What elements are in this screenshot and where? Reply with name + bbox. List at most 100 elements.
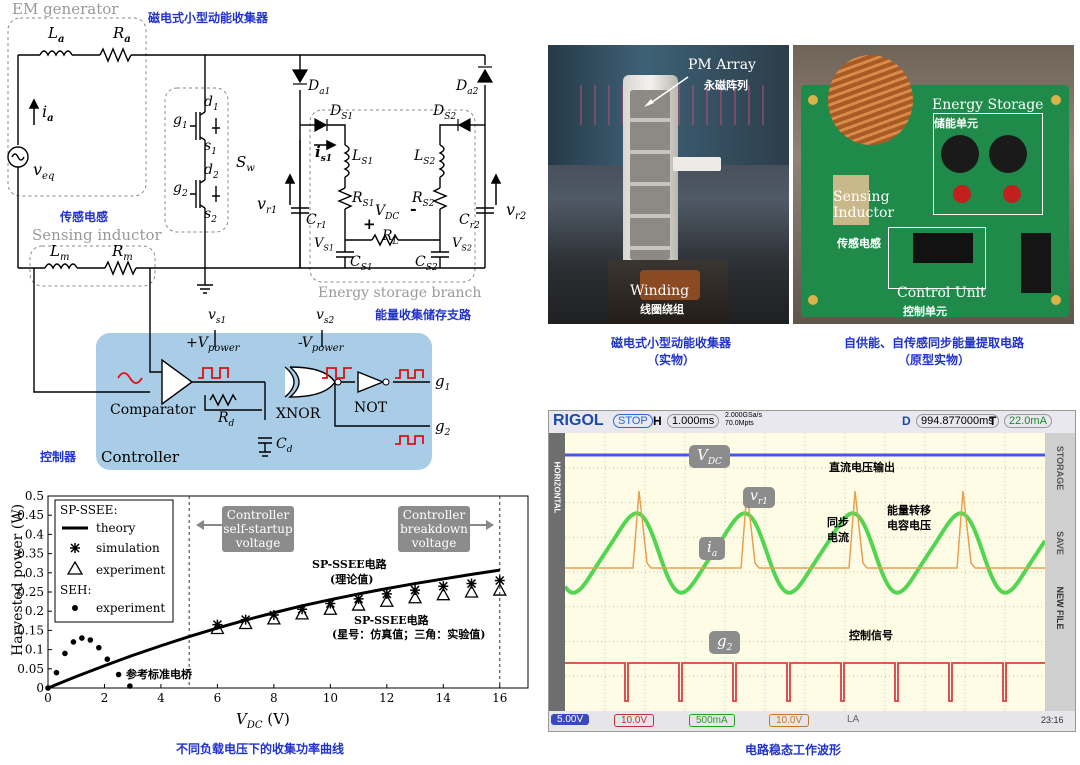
vdc-minus: - bbox=[410, 199, 417, 218]
trace-vdc-tag: VDC bbox=[689, 445, 730, 468]
scope-caption: 电路稳态工作波形 bbox=[745, 743, 842, 757]
trace-g2-tag: g2 bbox=[709, 631, 741, 654]
d2-label: d2 bbox=[204, 162, 219, 181]
s1-label: s1 bbox=[204, 138, 217, 157]
energy-branch-box bbox=[309, 109, 476, 283]
rl-label: RL bbox=[382, 228, 399, 247]
scope-storage-label[interactable]: STORAGE bbox=[1055, 445, 1065, 491]
simulation-point bbox=[212, 619, 223, 630]
gate-g1-label: g1 bbox=[435, 372, 451, 393]
seh-point bbox=[79, 635, 85, 641]
energy-storage-label: Energy Storage bbox=[932, 97, 1044, 113]
cr2-label: Cr2 bbox=[459, 212, 480, 231]
experiment-point bbox=[351, 597, 366, 611]
legend-theory: theory bbox=[96, 521, 136, 535]
pm-array-cn-label: 永磁阵列 bbox=[704, 79, 748, 92]
y-tick-label: 0.35 bbox=[17, 547, 44, 561]
vs2-label: VS2 bbox=[452, 236, 472, 253]
scope-d: D bbox=[902, 414, 911, 428]
startup-annotation-line: Controller bbox=[227, 508, 290, 522]
switch-box bbox=[164, 87, 229, 233]
y-tick-label: 0 bbox=[36, 681, 44, 695]
scope-ch1[interactable]: 5.00V bbox=[551, 714, 590, 725]
winding-cn-label: 线圈绕组 bbox=[640, 303, 684, 316]
scope-delay: 994.877000ms bbox=[916, 414, 999, 428]
winding-label: Winding bbox=[630, 283, 690, 299]
chart-caption: 不同负载电压下的收集功率曲线 bbox=[176, 742, 345, 756]
control-unit-label: Control Unit bbox=[897, 285, 986, 301]
seh-point bbox=[115, 671, 122, 678]
scope-clock: 23:16 bbox=[1041, 715, 1064, 725]
y-tick-label: 0.05 bbox=[17, 662, 44, 676]
startup-annotation-box bbox=[222, 506, 294, 552]
ia-label: ia bbox=[42, 102, 54, 125]
g1-label: g1 bbox=[173, 112, 188, 131]
trace-g2 bbox=[565, 662, 1045, 702]
theory-cn-label: SP-SSEE电路 bbox=[312, 557, 388, 571]
scope-vdc-cn-label: 直流电压输出 bbox=[829, 461, 895, 474]
simulation-point bbox=[240, 614, 251, 625]
simulation-point bbox=[268, 610, 279, 621]
legend-seh-experiment: experiment bbox=[96, 601, 165, 615]
cd-label: Cd bbox=[276, 436, 293, 455]
scope-save-label[interactable]: SAVE bbox=[1055, 531, 1065, 555]
scope-right-panel[interactable]: STORAGE SAVE NEW FILE bbox=[1045, 433, 1075, 711]
legend-group-sp: SP-SSEE: bbox=[60, 503, 118, 517]
circuit-diagram: EM generator 磁电式小型动能收集器 传感电感 Sensing ind… bbox=[0, 0, 540, 475]
da2-label: Da2 bbox=[456, 78, 479, 97]
d1-label: d1 bbox=[204, 94, 219, 113]
y-tick-label: 0.5 bbox=[25, 489, 44, 503]
chart-ylabel: Harvested power (W) bbox=[10, 503, 26, 656]
scope-t: T bbox=[989, 414, 997, 428]
scope-h: H bbox=[653, 414, 662, 428]
rd-label: Rd bbox=[218, 410, 235, 429]
scope-la[interactable]: LA bbox=[847, 714, 860, 725]
vs1-label: VS1 bbox=[314, 236, 334, 253]
vr1-label: vr1 bbox=[257, 194, 278, 217]
scope-ch2[interactable]: 10.0V bbox=[614, 714, 655, 727]
vdc-plus: + bbox=[363, 215, 376, 233]
experiment-point bbox=[464, 584, 479, 598]
seh-point bbox=[62, 650, 68, 657]
breakdown-annotation-box bbox=[398, 506, 470, 552]
em-generator-label: EM generator bbox=[12, 0, 119, 18]
em-generator-cn-label: 磁电式小型动能收集器 bbox=[148, 11, 269, 25]
experiment-point bbox=[238, 616, 253, 630]
sensing-inductor-box bbox=[29, 245, 156, 287]
chart-xlabel: VDC (V) bbox=[236, 710, 290, 731]
control-unit-cn-label: 控制单元 bbox=[903, 305, 947, 318]
seh-point bbox=[104, 656, 111, 662]
xnor-symbol bbox=[284, 366, 336, 398]
scope-newfile-label[interactable]: NEW FILE bbox=[1055, 586, 1065, 630]
seh-point bbox=[53, 669, 60, 676]
vs2-top-label: vs2 bbox=[316, 307, 335, 326]
seh-point bbox=[70, 639, 77, 645]
experiment-point bbox=[436, 587, 451, 601]
g2-label: g2 bbox=[173, 180, 188, 199]
experiment-point bbox=[323, 601, 338, 615]
harvester-caption: 磁电式小型动能收集器（实物） bbox=[610, 336, 731, 367]
scope-transfer-cn-label: 能量转移电容电压 bbox=[887, 504, 931, 532]
breakdown-arrowhead bbox=[486, 520, 494, 530]
em-generator-box bbox=[7, 17, 147, 197]
scope-ch4[interactable]: 10.0V bbox=[769, 714, 810, 727]
breakdown-annotation-line: voltage bbox=[411, 536, 457, 550]
board-caption: 自供能、自传感同步能量提取电路（原型实物） bbox=[843, 336, 1024, 367]
vs1-top-label: vs1 bbox=[208, 307, 227, 326]
scope-ctrl-cn-label: 控制信号 bbox=[849, 629, 893, 642]
x-tick-label: 12 bbox=[379, 691, 394, 705]
experiment-point bbox=[210, 621, 225, 635]
not-label: NOT bbox=[354, 400, 388, 416]
veq-label: veq bbox=[33, 160, 55, 183]
scope-ch3[interactable]: 500mA bbox=[689, 714, 735, 727]
startup-arrowhead bbox=[196, 520, 204, 530]
rs2-label: RS2 bbox=[412, 190, 435, 209]
da1-label: Da1 bbox=[308, 78, 331, 97]
trace-ia-tag: ia bbox=[699, 537, 726, 560]
legend-group-seh: SEH: bbox=[60, 583, 92, 597]
y-tick-label: 0.1 bbox=[25, 643, 44, 657]
